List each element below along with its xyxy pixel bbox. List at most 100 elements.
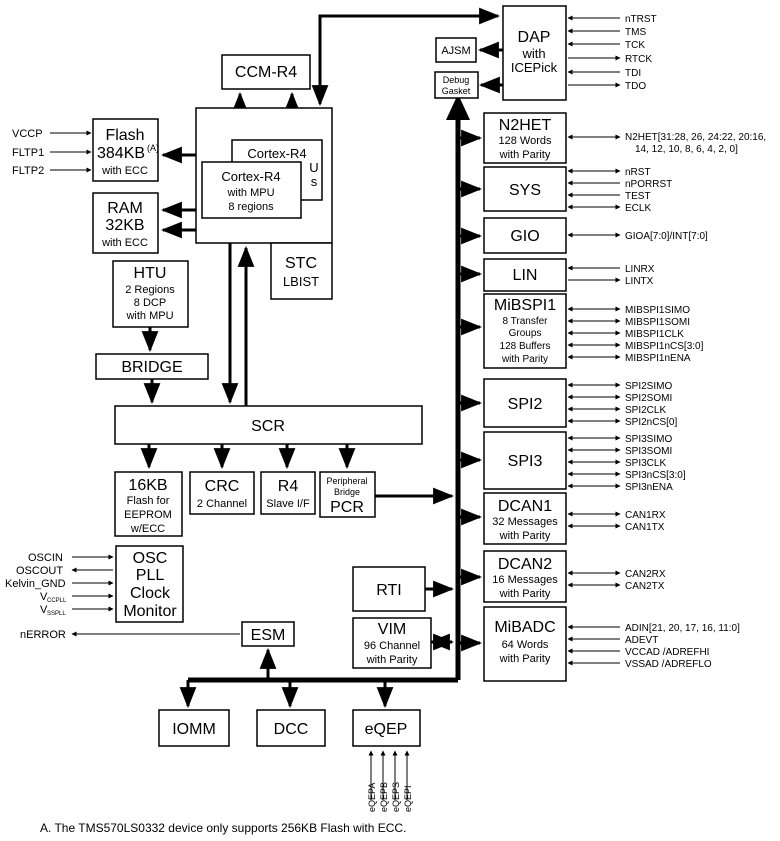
- eqep-block: eQEP: [352, 709, 421, 747]
- svg-text:TMS: TMS: [625, 27, 646, 38]
- svg-text:Kelvin_GND: Kelvin_GND: [5, 578, 66, 590]
- crc-block: CRC 2 Channel: [189, 471, 255, 515]
- svg-text:N2HET[31:28, 26, 24:22, 20:16,: N2HET[31:28, 26, 24:22, 20:16,: [625, 132, 766, 143]
- svg-text:32KB: 32KB: [105, 217, 144, 234]
- svg-text:nTRST: nTRST: [625, 14, 657, 25]
- svg-text:SPI3: SPI3: [508, 453, 543, 470]
- svg-text:eQEPI: eQEPI: [403, 785, 413, 812]
- svg-text:ADIN[21, 20, 17, 16, 11:0]: ADIN[21, 20, 17, 16, 11:0]: [625, 623, 740, 634]
- svg-text:64 Words: 64 Words: [502, 639, 549, 651]
- svg-text:MIBSPI1nENA: MIBSPI1nENA: [625, 353, 691, 364]
- flash-signals: VCCP FLTP1 FLTP2: [12, 128, 92, 177]
- svg-text:SPI2nCS[0]: SPI2nCS[0]: [625, 417, 677, 428]
- svg-text:Peripheral: Peripheral: [326, 476, 367, 486]
- svg-text:CCPLL: CCPLL: [47, 598, 67, 604]
- svg-text:DAP: DAP: [518, 29, 551, 46]
- ccm-r4-block: CCM-R4: [221, 54, 311, 90]
- pcr-block: Peripheral Bridge PCR: [319, 471, 376, 518]
- svg-text:Slave I/F: Slave I/F: [266, 498, 310, 510]
- svg-text:with MPU: with MPU: [125, 310, 173, 322]
- dcan2-block: DCAN2 16 Messages with Parity: [483, 550, 567, 603]
- svg-text:128 Words: 128 Words: [499, 135, 552, 147]
- osc-signals: OSCIN OSCOUT Kelvin_GND V CCPLL V SSPLL: [5, 552, 114, 617]
- svg-text:GIOA[7:0]/INT[7:0]: GIOA[7:0]/INT[7:0]: [625, 231, 708, 242]
- svg-text:CAN2TX: CAN2TX: [625, 581, 665, 592]
- svg-text:with Parity: with Parity: [499, 653, 551, 665]
- svg-text:OSC: OSC: [133, 550, 168, 567]
- svg-text:Cortex-R4: Cortex-R4: [221, 169, 280, 184]
- svg-text:eQEPA: eQEPA: [367, 783, 377, 812]
- svg-text:DCC: DCC: [274, 721, 309, 738]
- svg-text:CRC: CRC: [205, 478, 240, 495]
- svg-text:ADEVT: ADEVT: [625, 635, 658, 646]
- svg-text:OSCIN: OSCIN: [28, 552, 63, 564]
- svg-text:CCM-R4: CCM-R4: [235, 64, 297, 81]
- svg-text:with Parity: with Parity: [499, 530, 551, 542]
- debug-gasket-block: Debug Gasket: [434, 71, 479, 99]
- svg-text:Flash: Flash: [105, 127, 144, 144]
- mibspi1-block: MiBSPI1 8 Transfer Groups 128 Buffers wi…: [483, 293, 567, 369]
- bridge-block: BRIDGE: [95, 353, 209, 380]
- peripheral-bus: [188, 94, 470, 683]
- stc-block: STC LBIST: [270, 242, 333, 300]
- esm-block: ESM: [241, 621, 295, 647]
- svg-text:PCR: PCR: [330, 499, 364, 516]
- svg-text:Clock: Clock: [130, 585, 171, 602]
- svg-text:eQEPS: eQEPS: [391, 782, 401, 812]
- footnote: A. The TMS570LS0332 device only supports…: [40, 821, 407, 835]
- svg-text:16 Messages: 16 Messages: [492, 574, 558, 586]
- mibspi1-signals: MIBSPI1SIMO MIBSPI1SOMI MIBSPI1CLK MIBSP…: [567, 305, 704, 364]
- svg-text:VCCP: VCCP: [12, 128, 43, 140]
- svg-text:Flash for: Flash for: [127, 495, 170, 507]
- svg-text:TDO: TDO: [625, 81, 646, 92]
- osc-block: OSC PLL Clock Monitor: [115, 545, 184, 623]
- svg-text:Debug: Debug: [443, 75, 470, 85]
- svg-text:EEPROM: EEPROM: [124, 509, 172, 521]
- svg-text:LINRX: LINRX: [625, 264, 655, 275]
- svg-text:U: U: [309, 160, 318, 175]
- svg-text:TDI: TDI: [625, 68, 641, 79]
- flash-block: Flash 384KB (A) with ECC: [92, 118, 159, 182]
- svg-text:with Parity: with Parity: [499, 149, 551, 161]
- ram-block: RAM 32KB with ECC: [92, 192, 159, 254]
- svg-text:FLTP1: FLTP1: [12, 147, 44, 159]
- n2het-block: N2HET 128 Words with Parity: [483, 112, 567, 164]
- eqep-signals: eQEPA eQEPB eQEPS eQEPI: [367, 750, 413, 812]
- svg-text:SPI2CLK: SPI2CLK: [625, 405, 666, 416]
- svg-text:8 regions: 8 regions: [228, 201, 274, 213]
- svg-text:nPORRST: nPORRST: [625, 179, 672, 190]
- svg-text:128 Buffers: 128 Buffers: [500, 341, 551, 352]
- svg-text:SPI3nENA: SPI3nENA: [625, 482, 673, 493]
- svg-text:MIBSPI1CLK: MIBSPI1CLK: [625, 329, 684, 340]
- svg-text:SYS: SYS: [509, 182, 541, 199]
- svg-text:CAN1RX: CAN1RX: [625, 510, 666, 521]
- svg-text:nERROR: nERROR: [20, 629, 66, 641]
- gio-block: GIO: [483, 217, 567, 254]
- svg-text:ICEPick: ICEPick: [511, 60, 558, 75]
- svg-text:TCK: TCK: [625, 40, 645, 51]
- sys-signals: nRST nPORRST TEST ECLK: [567, 167, 672, 214]
- svg-text:eQEPB: eQEPB: [379, 782, 389, 812]
- svg-text:SPI2: SPI2: [508, 396, 543, 413]
- svg-text:R4: R4: [278, 478, 299, 495]
- svg-text:TEST: TEST: [625, 191, 651, 202]
- dcan1-block: DCAN1 32 Messages with Parity: [483, 492, 567, 545]
- lin-block: LIN: [483, 258, 567, 292]
- mibadc-block: MiBADC 64 Words with Parity: [483, 606, 567, 682]
- svg-text:SPI3SIMO: SPI3SIMO: [625, 434, 672, 445]
- svg-text:SPI3nCS[3:0]: SPI3nCS[3:0]: [625, 470, 686, 481]
- svg-text:DCAN1: DCAN1: [498, 498, 552, 515]
- svg-text:96 Channel: 96 Channel: [364, 640, 420, 652]
- svg-text:Gasket: Gasket: [442, 86, 471, 96]
- svg-text:MIBSPI1SIMO: MIBSPI1SIMO: [625, 305, 690, 316]
- svg-text:with Parity: with Parity: [366, 654, 418, 666]
- ajsm-block: AJSM: [435, 37, 477, 63]
- svg-text:OSCOUT: OSCOUT: [16, 565, 63, 577]
- iomm-block: IOMM: [158, 709, 230, 747]
- svg-text:(A): (A): [147, 143, 159, 153]
- cpu-block: Cortex-R4 U s Cortex-R4 with MPU 8 regio…: [195, 107, 333, 244]
- svg-text:14, 12, 10, 8, 6, 4, 2, 0]: 14, 12, 10, 8, 6, 4, 2, 0]: [635, 144, 738, 155]
- scr-block: SCR: [114, 405, 423, 445]
- dap-signals: nTRST TMS TCK RTCK TDI TDO: [567, 14, 657, 92]
